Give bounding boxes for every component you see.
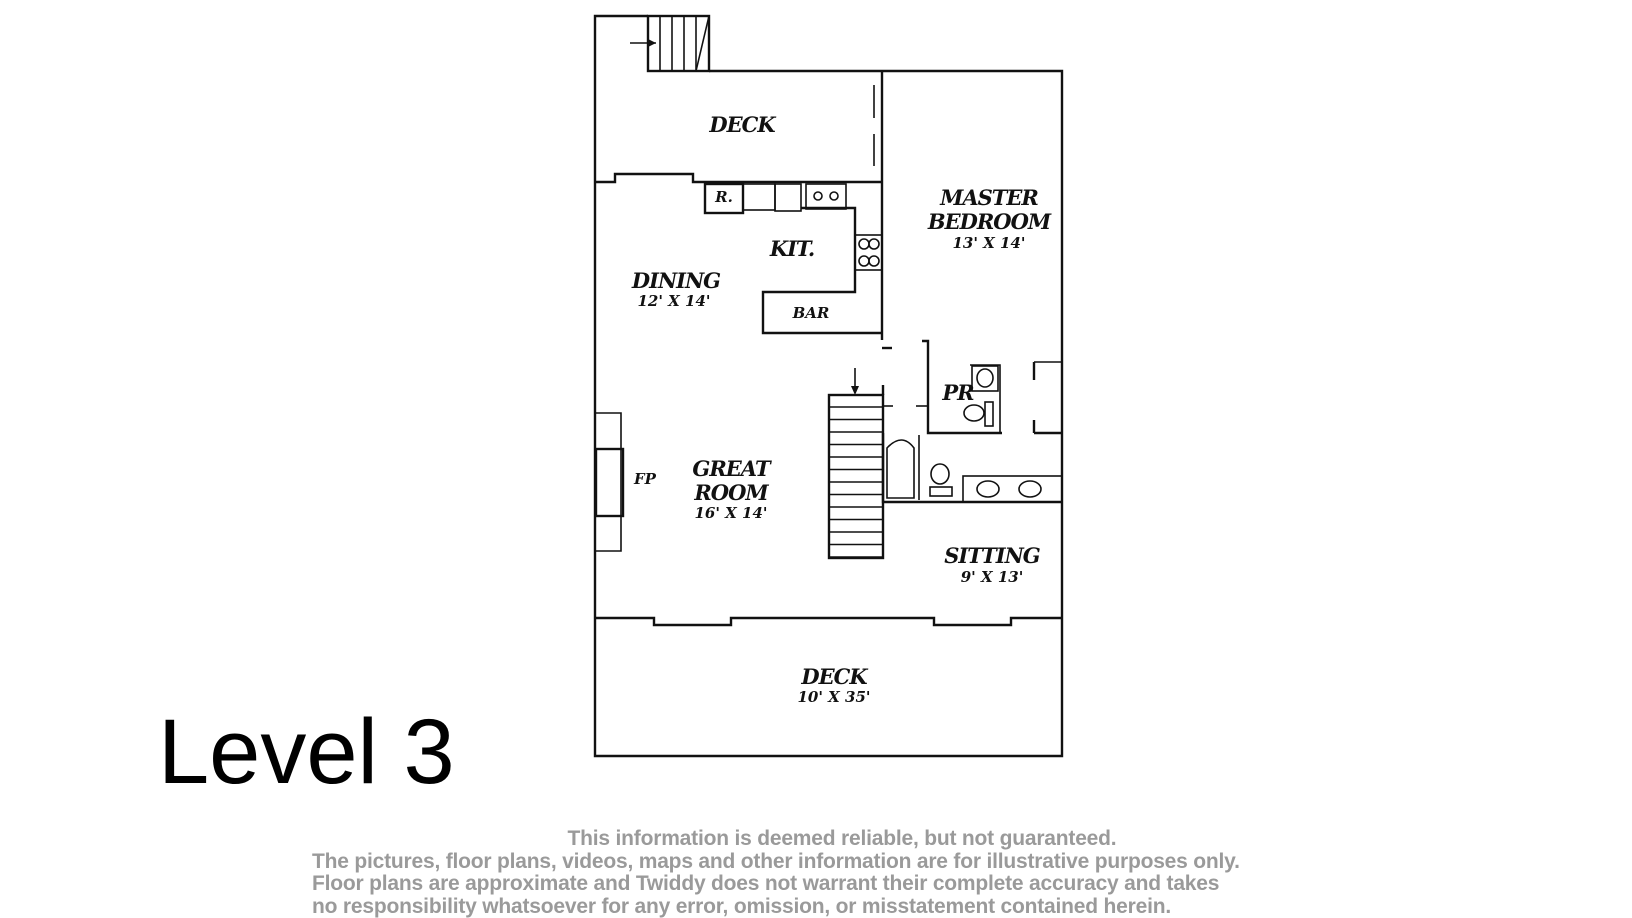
room-powder: PR — [941, 380, 974, 405]
room-master-name1: MASTER — [939, 185, 1038, 210]
room-dining-name: DINING — [631, 268, 721, 293]
walls — [595, 16, 1062, 756]
disclaimer-line: This information is deemed reliable, but… — [312, 828, 1442, 851]
room-master-size: 13' X 14' — [952, 234, 1025, 252]
room-kitchen: KIT. — [769, 236, 814, 261]
room-master-name2: BEDROOM — [927, 209, 1052, 234]
room-great-name1: GREAT — [692, 456, 772, 481]
disclaimer-line: Floor plans are approximate and Twiddy d… — [312, 873, 1442, 896]
room-deck-bottom-size: 10' X 35' — [797, 688, 870, 706]
room-deck-bottom-name: DECK — [800, 664, 868, 689]
room-dining-size: 12' X 14' — [637, 292, 710, 310]
room-deck-top: DECK — [708, 112, 776, 137]
room-sitting-name: SITTING — [944, 543, 1041, 568]
disclaimer-line: no responsibility whatsoever for any err… — [312, 896, 1442, 918]
fridge-label: R. — [714, 188, 733, 206]
level-label: Level 3 — [158, 700, 455, 805]
fireplace-label: FP — [633, 470, 657, 488]
stair-treads — [829, 407, 883, 557]
room-bar: BAR — [792, 304, 830, 322]
room-great-size: 16' X 14' — [694, 504, 767, 522]
room-sitting-size: 9' X 13' — [961, 568, 1024, 586]
disclaimer-line: The pictures, floor plans, videos, maps … — [312, 851, 1442, 874]
room-great-name2: ROOM — [693, 480, 769, 505]
disclaimer: This information is deemed reliable, but… — [312, 828, 1442, 918]
